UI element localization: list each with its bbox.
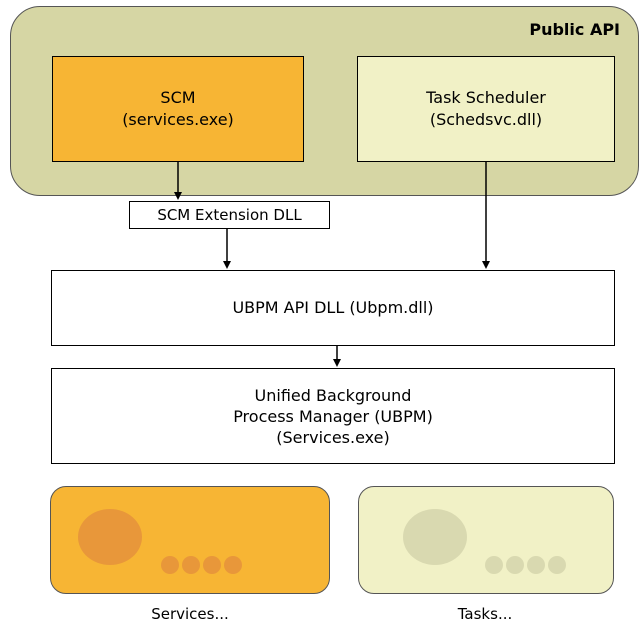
services-label: Services... [151,605,229,623]
tasks-dot [485,556,503,574]
services-dot [161,556,179,574]
ubpm-api-dll-box: UBPM API DLL (Ubpm.dll) [51,270,615,346]
tasks-label: Tasks... [457,605,513,623]
tasks-dot [506,556,524,574]
task-scheduler-box: Task Scheduler (Schedsvc.dll) [357,56,615,162]
task-scheduler-dll: (Schedsvc.dll) [429,110,543,129]
services-dot [224,556,242,574]
ubpm-api-dll-label: UBPM API DLL (Ubpm.dll) [232,298,434,317]
ubpm-line-3: (Services.exe) [276,427,390,447]
public-api-label: Public API [529,20,620,39]
tasks-card [358,486,614,594]
services-card-graphic [78,509,242,574]
scm-box: SCM (services.exe) [52,56,304,162]
ubpm-line-1: Unified Background [254,385,412,405]
task-scheduler-title: Task Scheduler [426,88,546,107]
ubpm-box: Unified Background Process Manager (UBPM… [51,368,615,464]
tasks-card-graphic [403,509,566,574]
tasks-large-circle [403,509,467,565]
tasks-dot [527,556,545,574]
services-dot [203,556,221,574]
scm-extension-dll-box: SCM Extension DLL [129,201,330,229]
tasks-dot [548,556,566,574]
services-dot [182,556,200,574]
scm-extension-dll-label: SCM Extension DLL [157,206,302,224]
scm-executable: (services.exe) [122,110,234,129]
services-large-circle [78,509,142,565]
ubpm-line-2: Process Manager (UBPM) [233,406,433,426]
scm-title: SCM [160,88,196,107]
